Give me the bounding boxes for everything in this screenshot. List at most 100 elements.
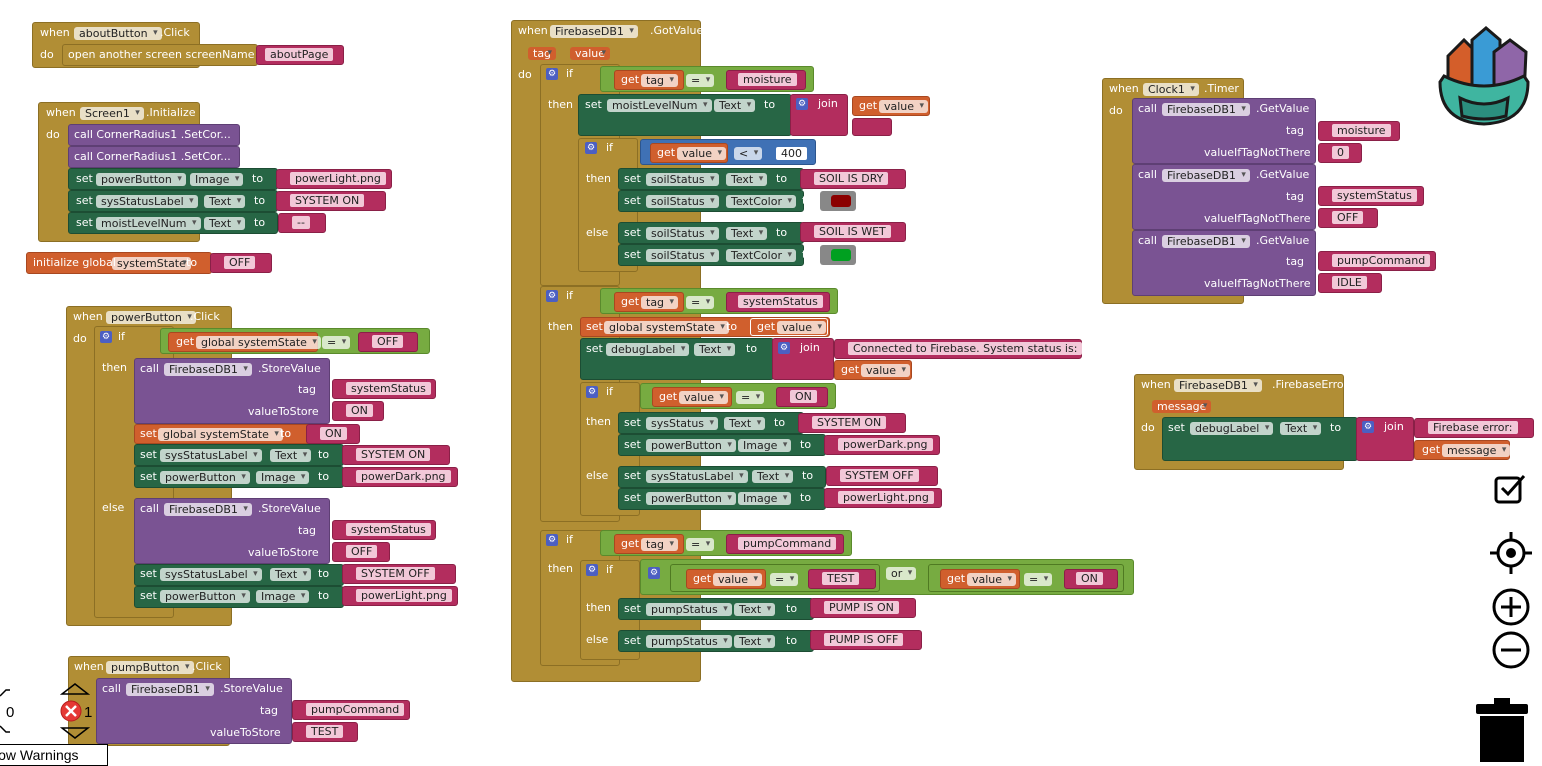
- string-value[interactable]: pumpCommand: [1332, 254, 1431, 267]
- property-dropdown[interactable]: Text: [1280, 422, 1322, 435]
- operator-dropdown[interactable]: =: [322, 336, 351, 349]
- string-value[interactable]: SYSTEM OFF: [840, 469, 919, 482]
- component-dropdown[interactable]: powerButton: [646, 439, 736, 452]
- variable-dropdown[interactable]: tag: [641, 296, 679, 309]
- property-dropdown[interactable]: Text: [734, 603, 776, 616]
- mutator-gear-icon[interactable]: ⚙: [778, 342, 790, 354]
- component-dropdown[interactable]: moistLevelNum: [96, 217, 201, 230]
- property-dropdown[interactable]: Text: [270, 568, 312, 581]
- variable-dropdown[interactable]: value: [677, 147, 727, 160]
- clean-up-checkbox-icon[interactable]: [1494, 472, 1528, 506]
- string-value[interactable]: OFF: [224, 256, 256, 269]
- db-dropdown[interactable]: FirebaseDB1: [1162, 235, 1250, 248]
- string-value[interactable]: SOIL IS WET: [814, 225, 891, 238]
- string-value[interactable]: powerDark.png: [838, 438, 933, 451]
- number-value[interactable]: 400: [776, 147, 807, 160]
- property-dropdown[interactable]: Image: [256, 590, 310, 603]
- variable-dropdown[interactable]: global systemState: [196, 336, 321, 349]
- variable-dropdown[interactable]: message: [1442, 444, 1511, 457]
- clock-dropdown[interactable]: Clock1: [1143, 83, 1199, 96]
- property-dropdown[interactable]: Text: [734, 635, 776, 648]
- component-dropdown[interactable]: sysStatusLabel: [160, 568, 262, 581]
- string-value[interactable]: PUMP IS ON: [824, 601, 899, 614]
- component-dropdown[interactable]: debugLabel: [1190, 422, 1274, 435]
- operator-dropdown[interactable]: =: [686, 538, 715, 551]
- operator-dropdown[interactable]: =: [686, 74, 715, 87]
- db-dropdown[interactable]: FirebaseDB1: [1162, 103, 1250, 116]
- string-value[interactable]: powerLight.png: [356, 589, 452, 602]
- string-value[interactable]: PUMP IS OFF: [824, 633, 904, 646]
- trash-icon[interactable]: [1474, 698, 1530, 762]
- string-value[interactable]: SYSTEM ON: [356, 448, 431, 461]
- property-dropdown[interactable]: Text: [726, 227, 768, 240]
- property-dropdown[interactable]: Text: [752, 470, 794, 483]
- component-dropdown[interactable]: powerButton: [646, 492, 736, 505]
- component-dropdown[interactable]: powerButton: [96, 173, 186, 186]
- component-dropdown[interactable]: pumpStatus: [646, 603, 732, 616]
- property-dropdown[interactable]: Image: [738, 492, 792, 505]
- component-dropdown[interactable]: debugLabel: [606, 343, 690, 356]
- string-value[interactable]: systemStatus: [1332, 189, 1417, 202]
- green-color-swatch[interactable]: [831, 249, 851, 261]
- center-target-icon[interactable]: [1490, 532, 1532, 574]
- zoom-in-icon[interactable]: [1491, 587, 1531, 627]
- string-block[interactable]: [852, 118, 892, 136]
- string-value[interactable]: TEST: [822, 572, 860, 585]
- string-value[interactable]: OFF: [1332, 211, 1364, 224]
- property-dropdown[interactable]: Text: [270, 449, 312, 462]
- db-dropdown[interactable]: FirebaseDB1: [164, 363, 252, 376]
- db-dropdown[interactable]: FirebaseDB1: [164, 503, 252, 516]
- error-nav-arrows-icon[interactable]: [60, 682, 90, 740]
- component-dropdown[interactable]: sysStatusLabel: [646, 470, 748, 483]
- variable-dropdown[interactable]: global systemState: [158, 428, 283, 441]
- string-value[interactable]: moisture: [1332, 124, 1391, 137]
- or-operator-dropdown[interactable]: or: [886, 567, 917, 580]
- mutator-gear-icon[interactable]: ⚙: [586, 564, 598, 576]
- param-message[interactable]: message: [1152, 400, 1212, 413]
- mutator-gear-icon[interactable]: ⚙: [1362, 421, 1374, 433]
- string-value[interactable]: powerLight.png: [290, 172, 386, 185]
- param-tag[interactable]: tag: [528, 47, 557, 60]
- show-warnings-button[interactable]: Show Warnings: [0, 744, 108, 766]
- property-dropdown[interactable]: Text: [724, 417, 766, 430]
- string-value[interactable]: pumpCommand: [738, 537, 837, 550]
- db-dropdown[interactable]: FirebaseDB1: [1174, 379, 1262, 392]
- variable-dropdown[interactable]: value: [861, 364, 911, 377]
- string-value[interactable]: systemStatus: [346, 382, 431, 395]
- mutator-gear-icon[interactable]: ⚙: [796, 98, 808, 110]
- property-dropdown[interactable]: Image: [738, 439, 792, 452]
- db-dropdown[interactable]: FirebaseDB1: [126, 683, 214, 696]
- component-dropdown[interactable]: soilStatus: [646, 249, 719, 262]
- param-value[interactable]: value: [570, 47, 611, 60]
- component-dropdown[interactable]: sysStatusLabel: [160, 449, 262, 462]
- db-dropdown[interactable]: FirebaseDB1: [1162, 169, 1250, 182]
- string-value[interactable]: SYSTEM ON: [812, 416, 887, 429]
- property-dropdown[interactable]: Image: [190, 173, 244, 186]
- variable-dropdown[interactable]: value: [967, 573, 1017, 586]
- mutator-gear-icon[interactable]: ⚙: [546, 534, 558, 546]
- component-dropdown[interactable]: pumpStatus: [646, 635, 732, 648]
- operator-dropdown[interactable]: =: [1024, 573, 1053, 586]
- string-value[interactable]: OFF: [346, 545, 378, 558]
- global-name-field[interactable]: systemState: [112, 257, 191, 270]
- property-dropdown[interactable]: Text: [726, 173, 768, 186]
- string-value[interactable]: --: [292, 216, 310, 229]
- string-value[interactable]: ON: [320, 427, 347, 440]
- db-dropdown[interactable]: FirebaseDB1: [550, 25, 638, 38]
- string-value[interactable]: Firebase error:: [1428, 421, 1518, 434]
- string-value[interactable]: moisture: [738, 73, 797, 86]
- string-value[interactable]: ON: [790, 390, 817, 403]
- property-dropdown[interactable]: Text: [714, 99, 756, 112]
- string-value[interactable]: 0: [1332, 146, 1349, 159]
- variable-dropdown[interactable]: value: [777, 321, 827, 334]
- mutator-gear-icon[interactable]: ⚙: [546, 290, 558, 302]
- mutator-gear-icon[interactable]: ⚙: [586, 386, 598, 398]
- operator-dropdown[interactable]: =: [770, 573, 799, 586]
- string-value[interactable]: TEST: [306, 725, 344, 738]
- mutator-gear-icon[interactable]: ⚙: [100, 331, 112, 343]
- string-value[interactable]: systemStatus: [738, 295, 823, 308]
- component-dropdown[interactable]: sysStatus: [646, 417, 719, 430]
- mutator-gear-icon[interactable]: ⚙: [546, 68, 558, 80]
- string-value[interactable]: systemStatus: [346, 523, 431, 536]
- property-dropdown[interactable]: TextColor: [726, 249, 796, 262]
